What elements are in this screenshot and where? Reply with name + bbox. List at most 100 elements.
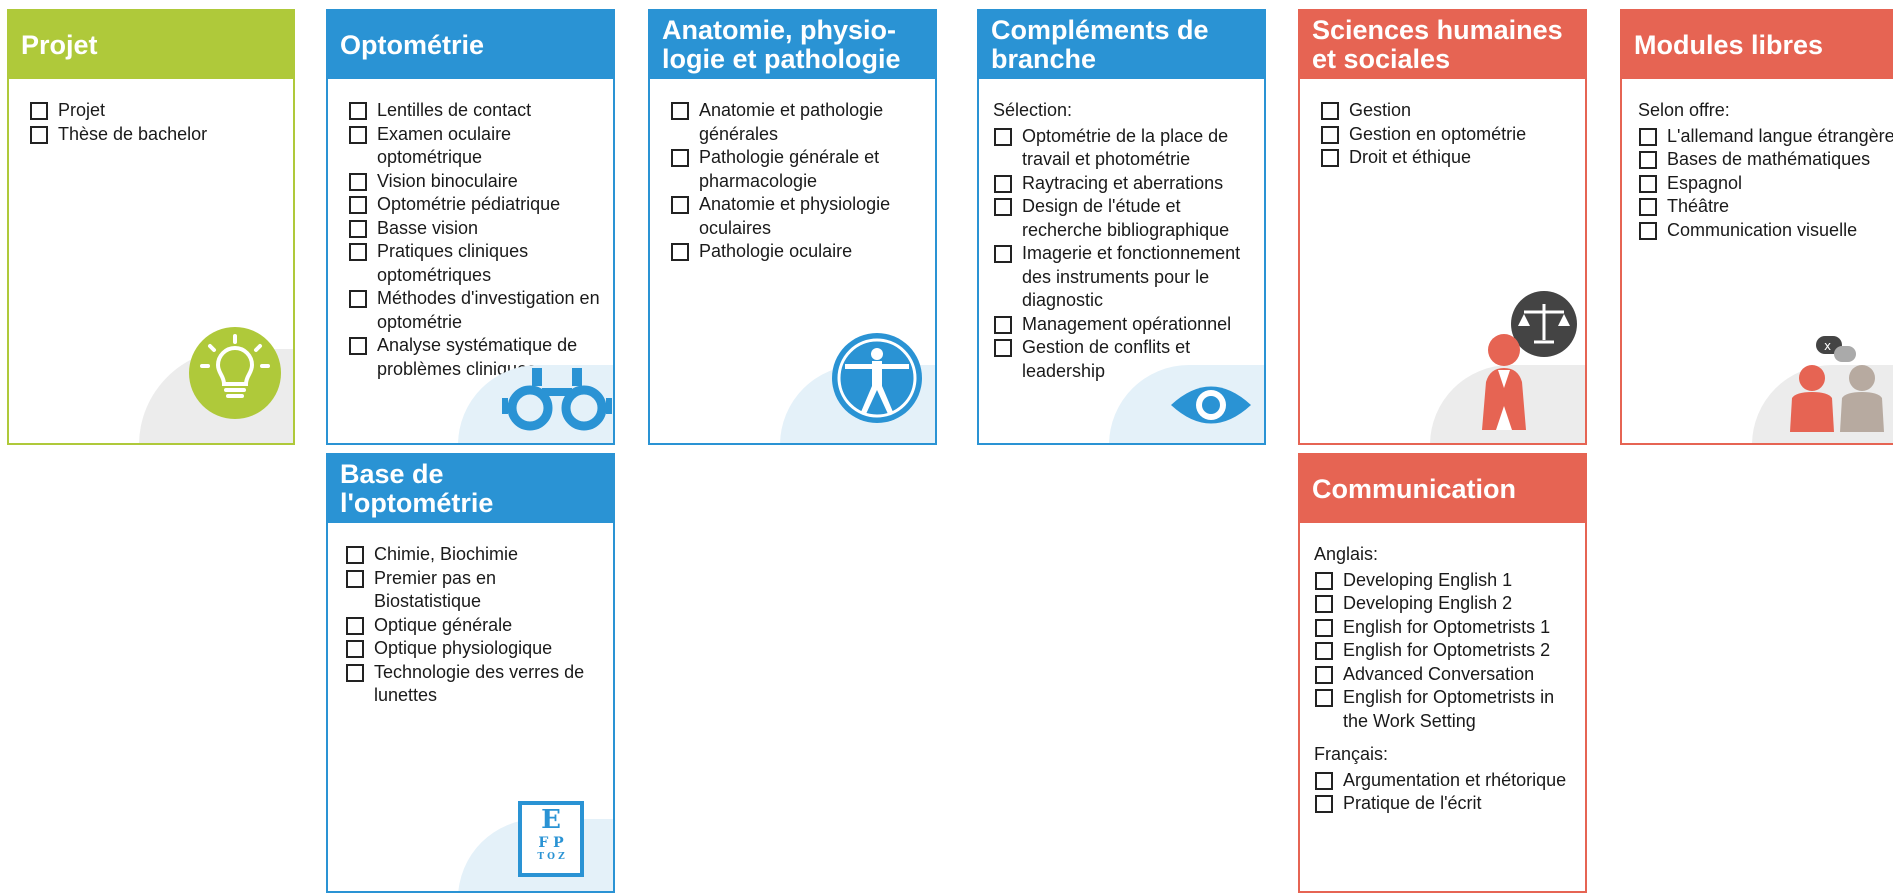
checklist-item-label: Design de l'étude et recherche bibliogra…	[1022, 196, 1230, 240]
checklist-item-label: Raytracing et aberrations	[1022, 172, 1224, 193]
checkbox[interactable]	[1315, 642, 1333, 660]
checklist-item: Gestion de conflits et leadership	[993, 336, 1254, 383]
checkbox[interactable]	[671, 243, 689, 261]
checkbox[interactable]	[994, 174, 1012, 193]
checkbox[interactable]	[671, 149, 689, 167]
checklist-item-label: Bases de mathématiques	[1667, 149, 1871, 169]
card-anatomie: Anatomie, physio-logie et pathologie Ana…	[648, 9, 937, 445]
checklist-item-label: Technologie des verres de lunettes	[374, 661, 585, 706]
checkbox[interactable]	[1639, 221, 1657, 240]
trial-frame-glasses-icon	[502, 368, 612, 437]
card-complements: Compléments de branche Sélection: Optomé…	[977, 9, 1266, 445]
checkbox[interactable]	[346, 616, 364, 635]
checkbox[interactable]	[349, 196, 367, 214]
checkbox[interactable]	[1639, 174, 1657, 193]
section-label: Anglais:	[1314, 544, 1379, 564]
section-label: Sélection:	[993, 100, 1073, 120]
svg-text:x: x	[1824, 339, 1831, 353]
checklist-item-label: Pathologie générale et pharmacologie	[699, 147, 880, 191]
checklist-item: Optométrie pédiatrique	[348, 193, 603, 217]
checkbox[interactable]	[349, 102, 367, 120]
checkbox[interactable]	[1315, 618, 1333, 637]
checklist-item: Projet	[29, 99, 283, 123]
people-conversation-icon: x	[1778, 336, 1893, 437]
card-title: Projet	[9, 11, 293, 79]
checklist-item-label: Lentilles de contact	[377, 100, 532, 120]
checklist-item-label: Gestion en optométrie	[1349, 123, 1527, 144]
checkbox[interactable]	[671, 196, 689, 214]
checklist-item: Advanced Conversation	[1314, 663, 1575, 687]
checkbox[interactable]	[349, 172, 367, 191]
checkbox[interactable]	[1315, 571, 1333, 590]
checklist-item-label: Méthodes d'investigation en optométrie	[377, 288, 600, 332]
checkbox[interactable]	[994, 315, 1012, 334]
chart-letter-row: E	[541, 805, 561, 835]
checkbox[interactable]	[1315, 595, 1333, 613]
checklist-item: Raytracing et aberrations	[993, 172, 1254, 196]
checklist-item: Developing English 1	[1314, 569, 1575, 593]
checklist-item-label: Optique générale	[374, 614, 513, 635]
checkbox[interactable]	[1639, 151, 1657, 169]
checkbox[interactable]	[346, 640, 364, 658]
checklist-item-label: Pathologie oculaire	[699, 241, 853, 261]
checklist-item-label: English for Optometrists in the Work Set…	[1343, 687, 1555, 731]
checkbox[interactable]	[349, 290, 367, 308]
checkbox[interactable]	[1315, 771, 1333, 790]
checkbox[interactable]	[1321, 102, 1339, 120]
eye-chart-icon: E F P T O Z	[518, 801, 584, 877]
checkbox[interactable]	[346, 569, 364, 588]
checklist-item-label: Pratique de l'écrit	[1343, 793, 1482, 813]
checklist-item-label: Examen oculaire optométrique	[377, 123, 512, 168]
checkbox[interactable]	[994, 339, 1012, 357]
card-title: Communication	[1300, 455, 1585, 523]
checklist-item: Droit et éthique	[1320, 146, 1575, 170]
checklist-item-label: Thèse de bachelor	[58, 123, 208, 144]
checklist-item: Thèse de bachelor	[29, 123, 283, 147]
checkbox[interactable]	[1315, 795, 1333, 813]
checkbox[interactable]	[1315, 689, 1333, 707]
lightbulb-icon	[188, 326, 282, 425]
chart-letter-row: T O Z	[537, 852, 565, 862]
checkbox[interactable]	[671, 102, 689, 120]
checkbox[interactable]	[1321, 125, 1339, 144]
checkbox[interactable]	[1639, 127, 1657, 146]
checklist-item: Technologie des verres de lunettes	[345, 661, 603, 708]
person-icon	[1476, 330, 1532, 435]
checkbox[interactable]	[346, 546, 364, 564]
checklist-item-label: Anatomie et pathologie générales	[699, 100, 884, 144]
checkbox[interactable]	[349, 219, 367, 238]
checklist-item: Gestion en optométrie	[1320, 123, 1575, 147]
checkbox[interactable]	[994, 127, 1012, 146]
checkbox[interactable]	[1321, 149, 1339, 167]
checklist-item-label: L'allemand langue étrangère	[1667, 125, 1893, 146]
checklist: Optométrie de la place de travail et pho…	[993, 125, 1254, 384]
checklist-item: Examen oculaire optométrique	[348, 123, 603, 170]
checklist-item-label: Advanced Conversation	[1343, 663, 1535, 684]
checkbox[interactable]	[349, 243, 367, 261]
checklist-item-label: Optométrie de la place de travail et pho…	[1022, 125, 1229, 170]
checklist-item: Anatomie et physiologie oculaires	[670, 193, 925, 240]
checkbox[interactable]	[994, 245, 1012, 263]
checkbox[interactable]	[346, 663, 364, 682]
checklist-item: English for Optometrists 2	[1314, 639, 1575, 663]
checkbox[interactable]	[349, 125, 367, 144]
checkbox[interactable]	[1639, 198, 1657, 216]
checkbox[interactable]	[30, 125, 48, 144]
checkbox[interactable]	[1315, 665, 1333, 684]
checkbox[interactable]	[349, 337, 367, 355]
checklist-item: Pathologie oculaire	[670, 240, 925, 264]
checklist-item-label: Anatomie et physiologie oculaires	[699, 194, 891, 238]
checkbox[interactable]	[994, 198, 1012, 216]
section-label: Français:	[1314, 744, 1389, 764]
checkbox[interactable]	[30, 102, 48, 120]
checklist-item-label: English for Optometrists 1	[1343, 616, 1551, 637]
checklist-item: Anatomie et pathologie générales	[670, 99, 925, 146]
checklist-item-label: Gestion	[1349, 100, 1412, 120]
